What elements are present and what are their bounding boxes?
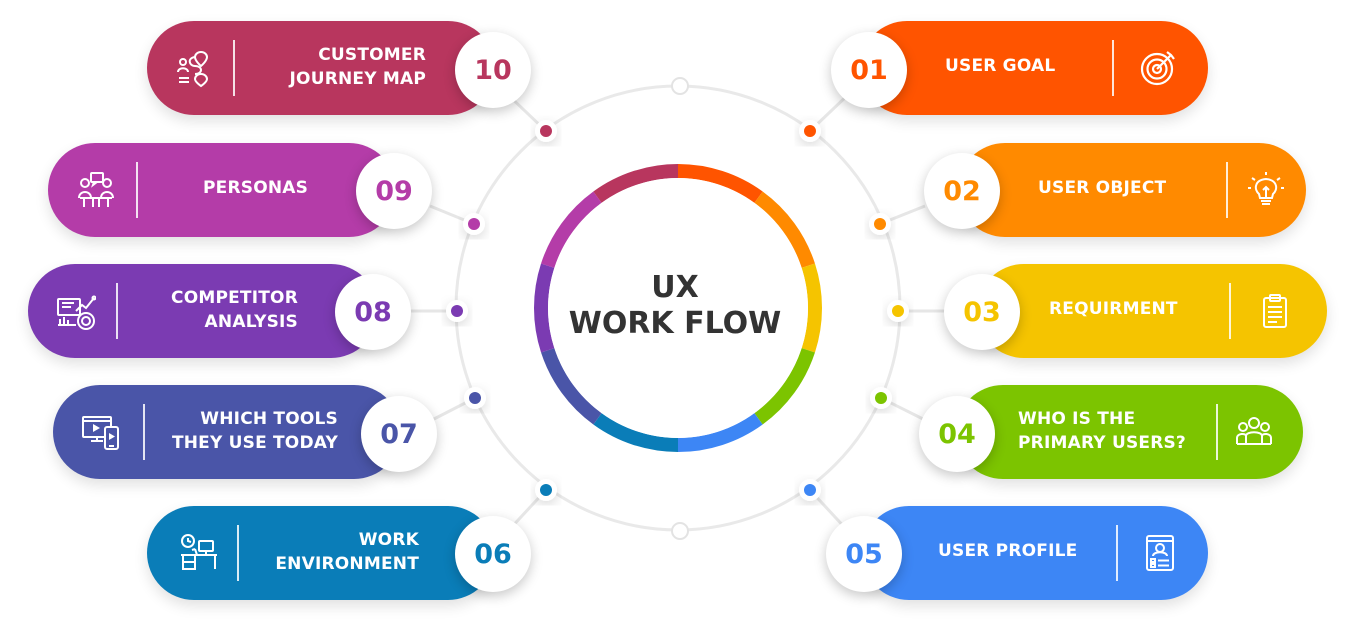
center-title: UX WORK FLOW: [540, 270, 810, 342]
step-01-card: USER GOAL: [860, 21, 1208, 115]
step-06-label-line2: ENVIRONMENT: [275, 554, 419, 574]
step-05-number: 05: [826, 516, 902, 592]
profile-icon: [1146, 535, 1174, 571]
step-07-number: 07: [361, 396, 437, 472]
step-09-number: 09: [356, 153, 432, 229]
step-06-number: 06: [455, 516, 531, 592]
step-05-card: USER PROFILE: [862, 506, 1208, 600]
users-icon: [1236, 417, 1272, 445]
step-01-number: 01: [831, 32, 907, 108]
target-icon: [1140, 51, 1175, 86]
step-10-number: 10: [455, 32, 531, 108]
step-06-card: WORK ENVIRONMENT: [147, 506, 495, 600]
step-02-label: USER OBJECT: [1038, 178, 1167, 198]
step-04-label-line1: WHO IS THE: [1018, 409, 1136, 429]
step-09-card: PERSONAS: [48, 143, 396, 237]
step-04-card: WHO IS THE PRIMARY USERS?: [956, 385, 1303, 479]
step-02-number: 02: [924, 153, 1000, 229]
step-03-card: REQUIRMENT: [977, 264, 1327, 358]
center-ring: [534, 164, 822, 452]
center-title-line1: UX: [651, 270, 699, 305]
step-03-number: 03: [944, 274, 1020, 350]
step-10-label-line2: JOURNEY MAP: [289, 69, 426, 89]
step-07-label-line1: WHICH TOOLS: [200, 409, 338, 429]
step-10-label-line1: CUSTOMER: [318, 45, 426, 65]
step-06-label-line1: WORK: [358, 530, 419, 550]
step-08-number: 08: [335, 274, 411, 350]
step-05-label: USER PROFILE: [938, 541, 1078, 561]
step-09-label: PERSONAS: [203, 178, 309, 198]
ring-dots: [446, 120, 909, 501]
center-title-line2: WORK FLOW: [568, 306, 782, 341]
desk-icon: [181, 534, 217, 570]
step-10-card: CUSTOMER JOURNEY MAP: [147, 21, 495, 115]
analysis-icon: [57, 295, 96, 330]
journey-map-icon: [177, 50, 209, 88]
step-04-number: 04: [919, 396, 995, 472]
step-03-label: REQUIRMENT: [1049, 299, 1178, 319]
step-04-label-line2: PRIMARY USERS?: [1018, 433, 1186, 453]
lightbulb-icon: [1248, 172, 1284, 205]
step-07-card: WHICH TOOLS THEY USE TODAY: [53, 385, 401, 479]
ring-node-top: [671, 77, 689, 95]
clipboard-icon: [1263, 294, 1287, 328]
step-01-label: USER GOAL: [945, 56, 1056, 76]
step-08-card: COMPETITOR ANALYSIS: [28, 264, 378, 358]
ring-node-bottom: [671, 522, 689, 540]
step-07-label-line2: THEY USE TODAY: [171, 433, 338, 453]
step-08-label-line1: COMPETITOR: [171, 288, 298, 308]
personas-icon: [78, 172, 114, 207]
devices-icon: [82, 416, 119, 450]
step-08-label-line2: ANALYSIS: [204, 312, 298, 332]
step-02-card: USER OBJECT: [958, 143, 1306, 237]
